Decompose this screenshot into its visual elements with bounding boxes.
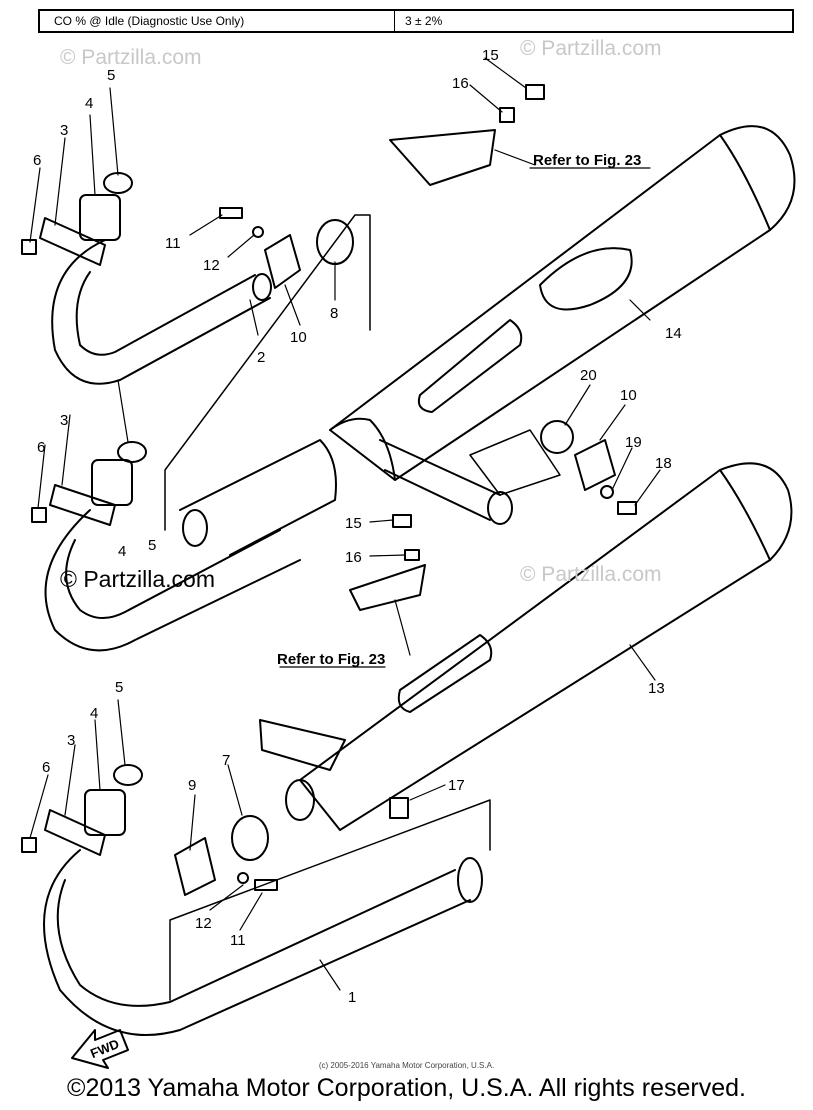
watermark: © Partzilla.com	[60, 46, 202, 69]
callout-11: 11	[165, 235, 181, 252]
callout-2: 2	[257, 349, 265, 366]
clamp-10-top	[264, 234, 301, 289]
callout-7: 7	[222, 752, 230, 769]
callout-15-mid: 15	[345, 515, 362, 532]
callout-14: 14	[665, 325, 682, 342]
washer-19	[600, 485, 614, 499]
gasket-7	[231, 815, 269, 861]
callout-20: 20	[580, 367, 597, 384]
clamp-10-mid	[574, 439, 616, 491]
callout-16: 16	[452, 75, 469, 92]
callout-3-mid: 3	[60, 412, 68, 429]
callout-4-bottom: 4	[90, 705, 98, 722]
callout-5-mid: 5	[148, 537, 156, 554]
header-pipe-middle	[44, 439, 337, 652]
watermark: © Partzilla.com	[520, 37, 662, 60]
callout-3-bottom: 3	[67, 732, 75, 749]
spec-label: CO % @ Idle (Diagnostic Use Only)	[40, 11, 395, 31]
washer-12-top	[252, 226, 264, 238]
callout-10-mid: 10	[620, 387, 637, 404]
callout-6: 6	[33, 152, 41, 169]
callout-13: 13	[648, 680, 665, 697]
callout-12: 12	[203, 257, 220, 274]
callout-12-bottom: 12	[195, 915, 212, 932]
bolt-11-top	[219, 207, 243, 219]
leader-lines	[29, 57, 661, 991]
refer-fig-23-mid: Refer to Fig. 23	[277, 651, 385, 668]
callout-4: 4	[85, 95, 93, 112]
callout-6-bottom: 6	[42, 759, 50, 776]
callout-3: 3	[60, 122, 68, 139]
callout-10: 10	[290, 329, 307, 346]
callout-5-bottom: 5	[115, 679, 123, 696]
copyright-small: (c) 2005-2016 Yamaha Motor Corporation, …	[318, 1061, 495, 1070]
gasket-20	[540, 420, 574, 454]
watermark: © Partzilla.com	[60, 566, 215, 592]
washer-12-bottom	[237, 872, 249, 884]
joint-assembly-middle	[31, 441, 147, 526]
callout-6-mid: 6	[37, 439, 45, 456]
bracket-top	[389, 84, 545, 186]
callout-15: 15	[482, 47, 499, 64]
callout-19: 19	[625, 434, 642, 451]
callout-17: 17	[448, 777, 465, 794]
header-pipe-2	[51, 239, 272, 385]
assembly-boxes	[164, 214, 561, 1001]
callout-1: 1	[348, 989, 356, 1006]
fwd-arrow	[71, 1029, 129, 1069]
joint-assembly-bottom	[21, 764, 143, 856]
spec-value: 3 ± 2%	[405, 14, 443, 28]
callout-8: 8	[330, 305, 338, 322]
clamp-9	[174, 837, 216, 896]
muffler-14	[329, 125, 796, 481]
callout-16-mid: 16	[345, 549, 362, 566]
refer-fig-23-top: Refer to Fig. 23	[533, 152, 641, 169]
spec-table: CO % @ Idle (Diagnostic Use Only) 3 ± 2%	[38, 9, 794, 33]
callout-4-mid: 4	[118, 543, 126, 560]
fwd-label: FWD	[88, 1036, 121, 1061]
callout-18: 18	[655, 455, 672, 472]
joint-assembly-top	[21, 172, 133, 266]
watermark: © Partzilla.com	[520, 563, 662, 586]
callout-9: 9	[188, 777, 196, 794]
crossover-pipe	[379, 439, 513, 525]
bolt-11-bottom	[254, 879, 278, 891]
copyright: ©2013 Yamaha Motor Corporation, U.S.A. A…	[67, 1074, 746, 1102]
header-pipe-1	[43, 849, 483, 1036]
muffler-13	[259, 462, 793, 831]
callout-11-bottom: 11	[230, 932, 246, 949]
callout-5: 5	[107, 67, 115, 84]
nut-17	[389, 797, 409, 819]
bolt-18	[617, 501, 637, 515]
